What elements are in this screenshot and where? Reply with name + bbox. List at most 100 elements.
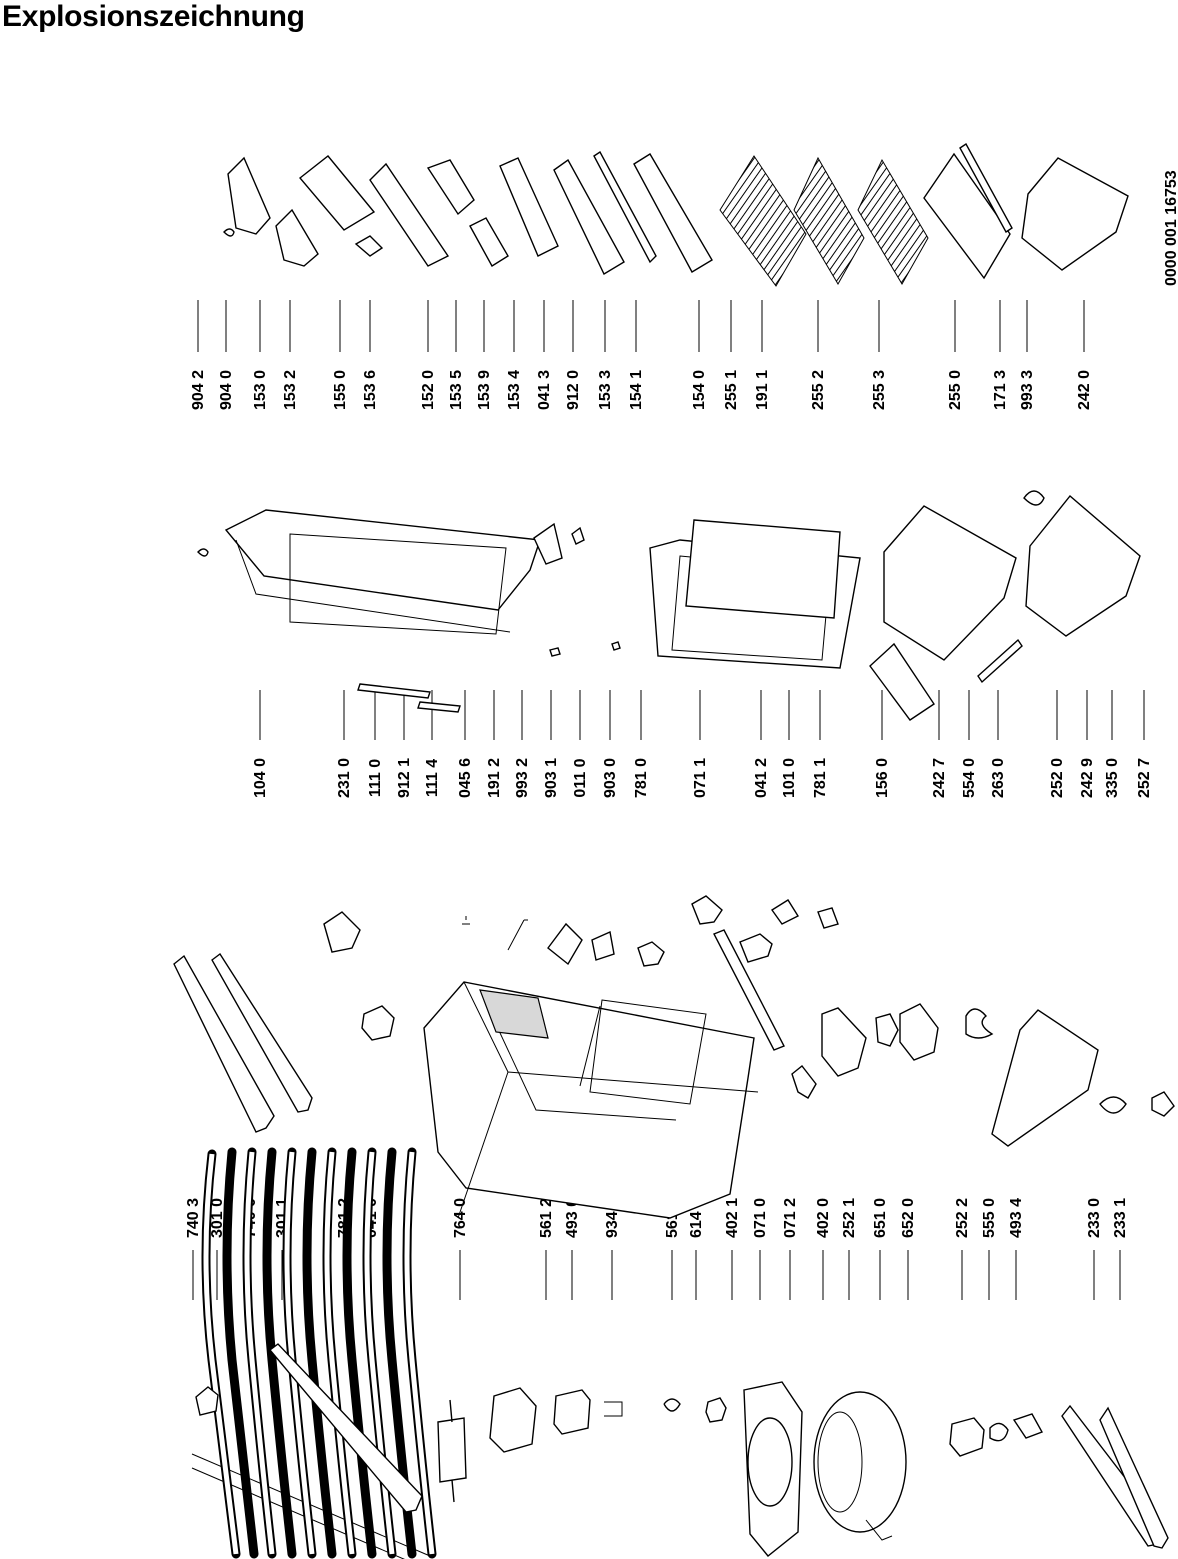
lamp-holder-652-0 [899,1003,939,1061]
glass-shelf-255-0 [923,152,1011,280]
part-label: 904 2 [190,370,207,410]
part-label: 153 5 [448,370,465,410]
hinge-set-011-0 [547,922,615,966]
part-label: 335 0 [1104,758,1121,798]
bottle-153-2 [275,208,319,267]
thermostat-252-1 [821,1007,867,1077]
part-label: 764 0 [452,1198,469,1238]
pin-045-6 [462,916,470,925]
part-label: 041 3 [536,370,553,410]
clip-993-3 [1023,490,1045,506]
control-panel-252-0 [991,1009,1099,1147]
part-label: 493 4 [1008,1198,1025,1238]
glass-shelf-255-1 [719,155,807,287]
spring-rail-071-0 [713,929,785,1051]
part-label: 301 0 [209,1198,226,1238]
door-shelf-152-0 [369,162,450,267]
part-label: 191 2 [486,758,503,798]
drawer-242-0 [1021,157,1129,271]
part-label: 111 4 [424,759,441,797]
glass-shelf-255-2 [793,156,865,285]
spring-554-0 [965,1008,994,1039]
cap-252-7 [1151,1091,1175,1117]
clip-153-6 [354,235,384,257]
part-label: 154 0 [691,370,708,410]
strip-154-1 [593,150,657,264]
part-label: 153 3 [597,370,614,410]
wire-934-2 [604,1401,623,1417]
knob-335-0 [1099,1096,1127,1114]
part-label: 104 0 [252,758,269,798]
part-label: 402 1 [724,1198,741,1238]
compressor-402-0 [813,1391,907,1541]
part-label: 233 1 [1112,1198,1129,1238]
hinge-071-2 [791,1065,817,1099]
part-label: 252 7 [1136,758,1153,798]
condenser-coil [191,1147,437,1559]
glass-shelf-255-3 [857,158,929,285]
lamp-651-0 [875,1013,899,1047]
part-label: 071 2 [782,1198,799,1238]
part-label: 071 0 [752,1198,769,1238]
part-label: 493 0 [564,1198,581,1238]
bracket-rail-781-2 [268,1343,423,1513]
part-label: 402 0 [815,1198,832,1238]
rail-301-0 [173,954,275,1133]
shelf-153-9 [469,217,509,267]
rail-301-1 [211,952,313,1113]
document-number: 0000 001 16753 [1163,170,1178,286]
freezer-door-104-0 [224,509,541,635]
strip-111-0 [357,683,431,699]
part-label: 912 1 [396,758,413,798]
part-label: 993 2 [514,758,531,798]
egg-holder-155-0 [298,155,376,231]
plate-493-4 [1012,1413,1044,1439]
part-label: 255 1 [723,370,740,410]
clip-041-3 [533,522,563,565]
part-label: 651 0 [872,1198,889,1238]
part-label: 252 2 [954,1198,971,1238]
part-label: 903 1 [543,758,560,798]
part-label: 156 0 [874,758,891,798]
part-label: 255 2 [810,370,827,410]
part-label: 045 6 [457,758,474,798]
clip-part-740-3 [195,1386,219,1416]
compressor-tray-402-1 [743,1381,803,1557]
crisper-drawer-242-7 [883,505,1017,661]
part-label: 554 0 [961,758,978,798]
part-label: 101 0 [781,758,798,798]
trim-171-3 [959,142,1013,234]
bushing-781-0 [637,941,665,967]
fitting-614-0 [705,1397,727,1423]
part-label: 111 0 [367,759,384,797]
cover-071-1 [691,895,723,925]
part-label: 781 0 [633,758,650,798]
part-label: 252 1 [841,1198,858,1238]
part-label: 153 0 [252,370,269,410]
part-label: 154 1 [628,370,645,410]
part-label: 242 7 [931,758,948,798]
ring-555-0 [989,1422,1009,1442]
part-label: 171 3 [992,370,1009,410]
part-label: 071 1 [692,758,709,798]
part-label: 233 0 [1086,1198,1103,1238]
part-label: 011 0 [572,758,589,797]
egg-tray-156-0 [869,642,935,721]
sensor-tube-764-0 [437,1399,467,1503]
shelf-153-3 [553,158,625,275]
gasket-191-1 [685,519,841,619]
bracket-233-1 [1099,1406,1169,1549]
screw-903-1 [549,647,561,657]
part-label: 781 1 [812,758,829,798]
part-label: 263 0 [990,758,1007,798]
capacitor-493-0 [553,1389,591,1435]
hinge-041-0 [361,1005,395,1041]
relay-252-2 [949,1417,985,1457]
part-label: 903 0 [602,758,619,798]
shelf-154-0 [633,153,713,273]
shelf-153-4 [499,157,559,257]
part-label: 912 0 [565,370,582,410]
drawer-242-9 [1025,494,1141,637]
part-label: 152 0 [420,370,437,410]
